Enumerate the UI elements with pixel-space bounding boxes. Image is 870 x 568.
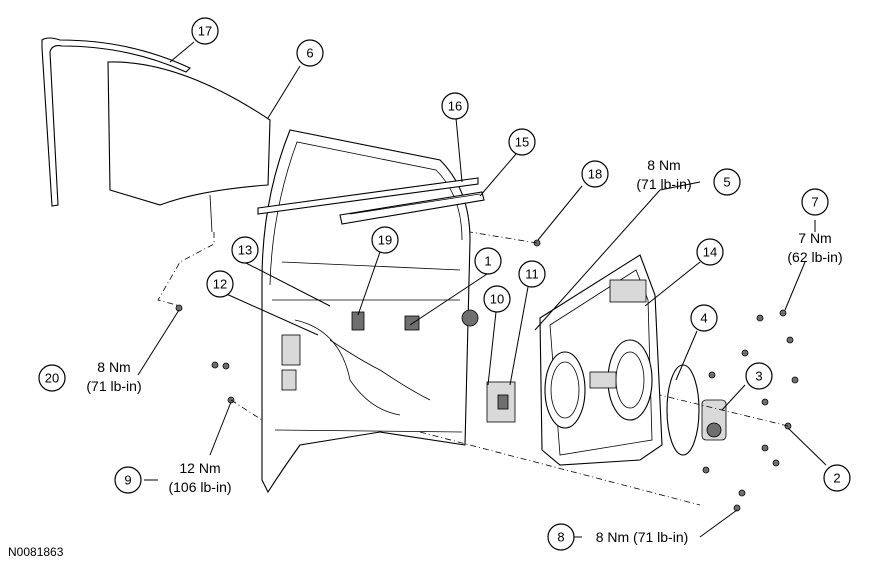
callout-10: 10 [483, 285, 511, 313]
svg-text:12 Nm: 12 Nm [179, 460, 220, 476]
bolts [175, 239, 799, 512]
glass-outer-weatherstrip [257, 177, 479, 215]
callout-11: 11 [518, 260, 546, 288]
svg-text:9: 9 [124, 473, 131, 488]
torque-spec-8: 8 Nm (71 lb-in) [596, 529, 689, 545]
glass-inner-weatherstrip [339, 191, 485, 225]
svg-text:4: 4 [700, 311, 707, 326]
leader-lines [137, 41, 827, 538]
door-glass [107, 61, 271, 233]
torque-spec-9: 12 Nm (106 lb-in) [168, 460, 231, 495]
svg-text:(71 lb-in): (71 lb-in) [636, 176, 691, 192]
figure-id: N0081863 [8, 545, 64, 559]
callout-5: 5 [713, 168, 741, 196]
callout-14: 14 [696, 238, 724, 266]
callout-1: 1 [474, 247, 502, 275]
svg-text:8 Nm: 8 Nm [97, 359, 130, 375]
svg-text:7: 7 [811, 195, 818, 210]
door-shell [261, 129, 479, 494]
callout-18: 18 [581, 160, 609, 188]
svg-text:6: 6 [306, 46, 313, 61]
callout-16: 16 [441, 92, 469, 120]
callout-13: 13 [231, 236, 259, 264]
svg-text:(106 lb-in): (106 lb-in) [168, 479, 231, 495]
svg-text:17: 17 [198, 24, 212, 39]
svg-text:10: 10 [490, 292, 504, 307]
svg-text:8 Nm (71 lb-in): 8 Nm (71 lb-in) [596, 529, 689, 545]
svg-text:12: 12 [213, 277, 227, 292]
window-motor [701, 399, 727, 441]
svg-text:11: 11 [525, 267, 539, 282]
torque-spec-20: 8 Nm (71 lb-in) [86, 359, 141, 394]
svg-text:5: 5 [723, 175, 730, 190]
svg-text:7 Nm: 7 Nm [798, 230, 831, 246]
svg-text:(71 lb-in): (71 lb-in) [86, 378, 141, 394]
speaker [666, 364, 700, 456]
callout-3: 3 [745, 362, 773, 390]
svg-text:16: 16 [448, 99, 462, 114]
glass-run-channel [41, 37, 191, 207]
svg-text:3: 3 [755, 369, 762, 384]
door-latch [486, 381, 516, 423]
callout-20: 20 [38, 364, 66, 392]
torque-spec-5: 8 Nm (71 lb-in) [636, 157, 691, 192]
svg-text:8: 8 [557, 530, 564, 545]
callout-17: 17 [191, 17, 219, 45]
svg-text:13: 13 [238, 243, 252, 258]
svg-text:18: 18 [588, 167, 602, 182]
svg-text:20: 20 [45, 371, 59, 386]
callout-7: 7 [801, 188, 829, 216]
svg-text:15: 15 [515, 135, 529, 150]
svg-text:2: 2 [833, 471, 840, 486]
svg-text:14: 14 [703, 245, 717, 260]
svg-text:19: 19 [378, 233, 392, 248]
door-module-panel [539, 254, 663, 466]
callout-6: 6 [296, 39, 324, 67]
callout-2: 2 [823, 464, 851, 492]
callout-12: 12 [206, 270, 234, 298]
torque-spec-7: 7 Nm (62 lb-in) [787, 230, 842, 265]
callout-8: 8 [547, 523, 575, 551]
callout-9: 9 [114, 466, 142, 494]
svg-text:8 Nm: 8 Nm [647, 157, 680, 173]
callout-15: 15 [508, 128, 536, 156]
callout-19: 19 [371, 226, 399, 254]
callout-4: 4 [690, 304, 718, 332]
svg-text:1: 1 [484, 254, 491, 269]
svg-text:(62 lb-in): (62 lb-in) [787, 249, 842, 265]
